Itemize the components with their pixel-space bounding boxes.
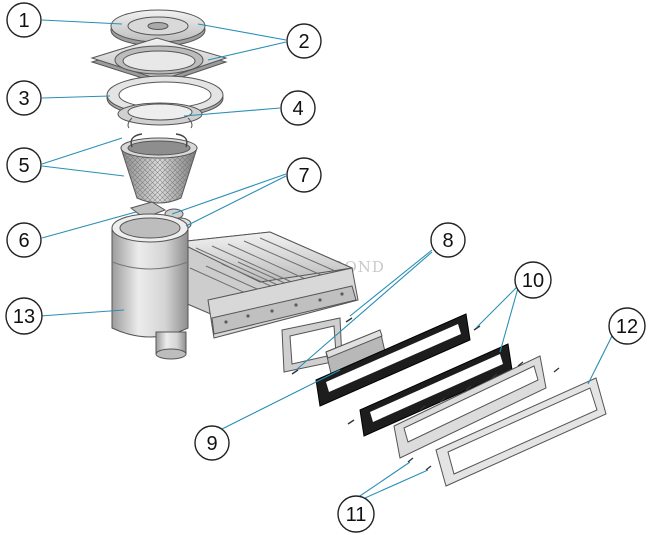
basket-support — [117, 102, 203, 129]
callout-10-label: 10 — [522, 270, 544, 292]
skimmer-basket — [120, 133, 198, 204]
callout-3-label: 3 — [18, 88, 29, 110]
skimmer-lid — [110, 9, 206, 47]
callout-4: 4 — [280, 90, 316, 126]
callout-6: 6 — [6, 222, 42, 258]
callout-1-label: 1 — [18, 10, 29, 32]
gasket-pair — [315, 313, 513, 437]
callout-2-label: 2 — [298, 31, 309, 53]
callout-11-label: 11 — [346, 504, 367, 526]
callout-12: 12 — [608, 307, 646, 345]
leader-lines — [39, 19, 613, 503]
callout-8: 8 — [430, 222, 466, 258]
callout-13-label: 13 — [13, 306, 35, 328]
callout-5: 5 — [6, 147, 42, 183]
callout-4-label: 4 — [292, 98, 303, 120]
callout-10: 10 — [514, 261, 552, 299]
square-collar — [90, 37, 228, 85]
callout-1: 1 — [6, 2, 42, 38]
callout-8-label: 8 — [442, 230, 453, 252]
callout-3: 3 — [6, 80, 42, 116]
callout-9-label: 9 — [206, 433, 217, 455]
trim-frame — [435, 377, 607, 487]
callout-12-label: 12 — [616, 316, 638, 338]
callout-6-label: 6 — [18, 230, 29, 252]
callout-7-label: 7 — [298, 165, 309, 187]
callout-11: 11 — [337, 495, 375, 533]
callout-5-label: 5 — [18, 155, 29, 177]
skimmer-body — [111, 213, 359, 360]
callout-9: 9 — [194, 425, 230, 461]
callout-7: 7 — [286, 157, 322, 193]
screw-frame — [393, 355, 560, 471]
callout-2: 2 — [286, 23, 322, 59]
callout-13: 13 — [5, 297, 43, 335]
